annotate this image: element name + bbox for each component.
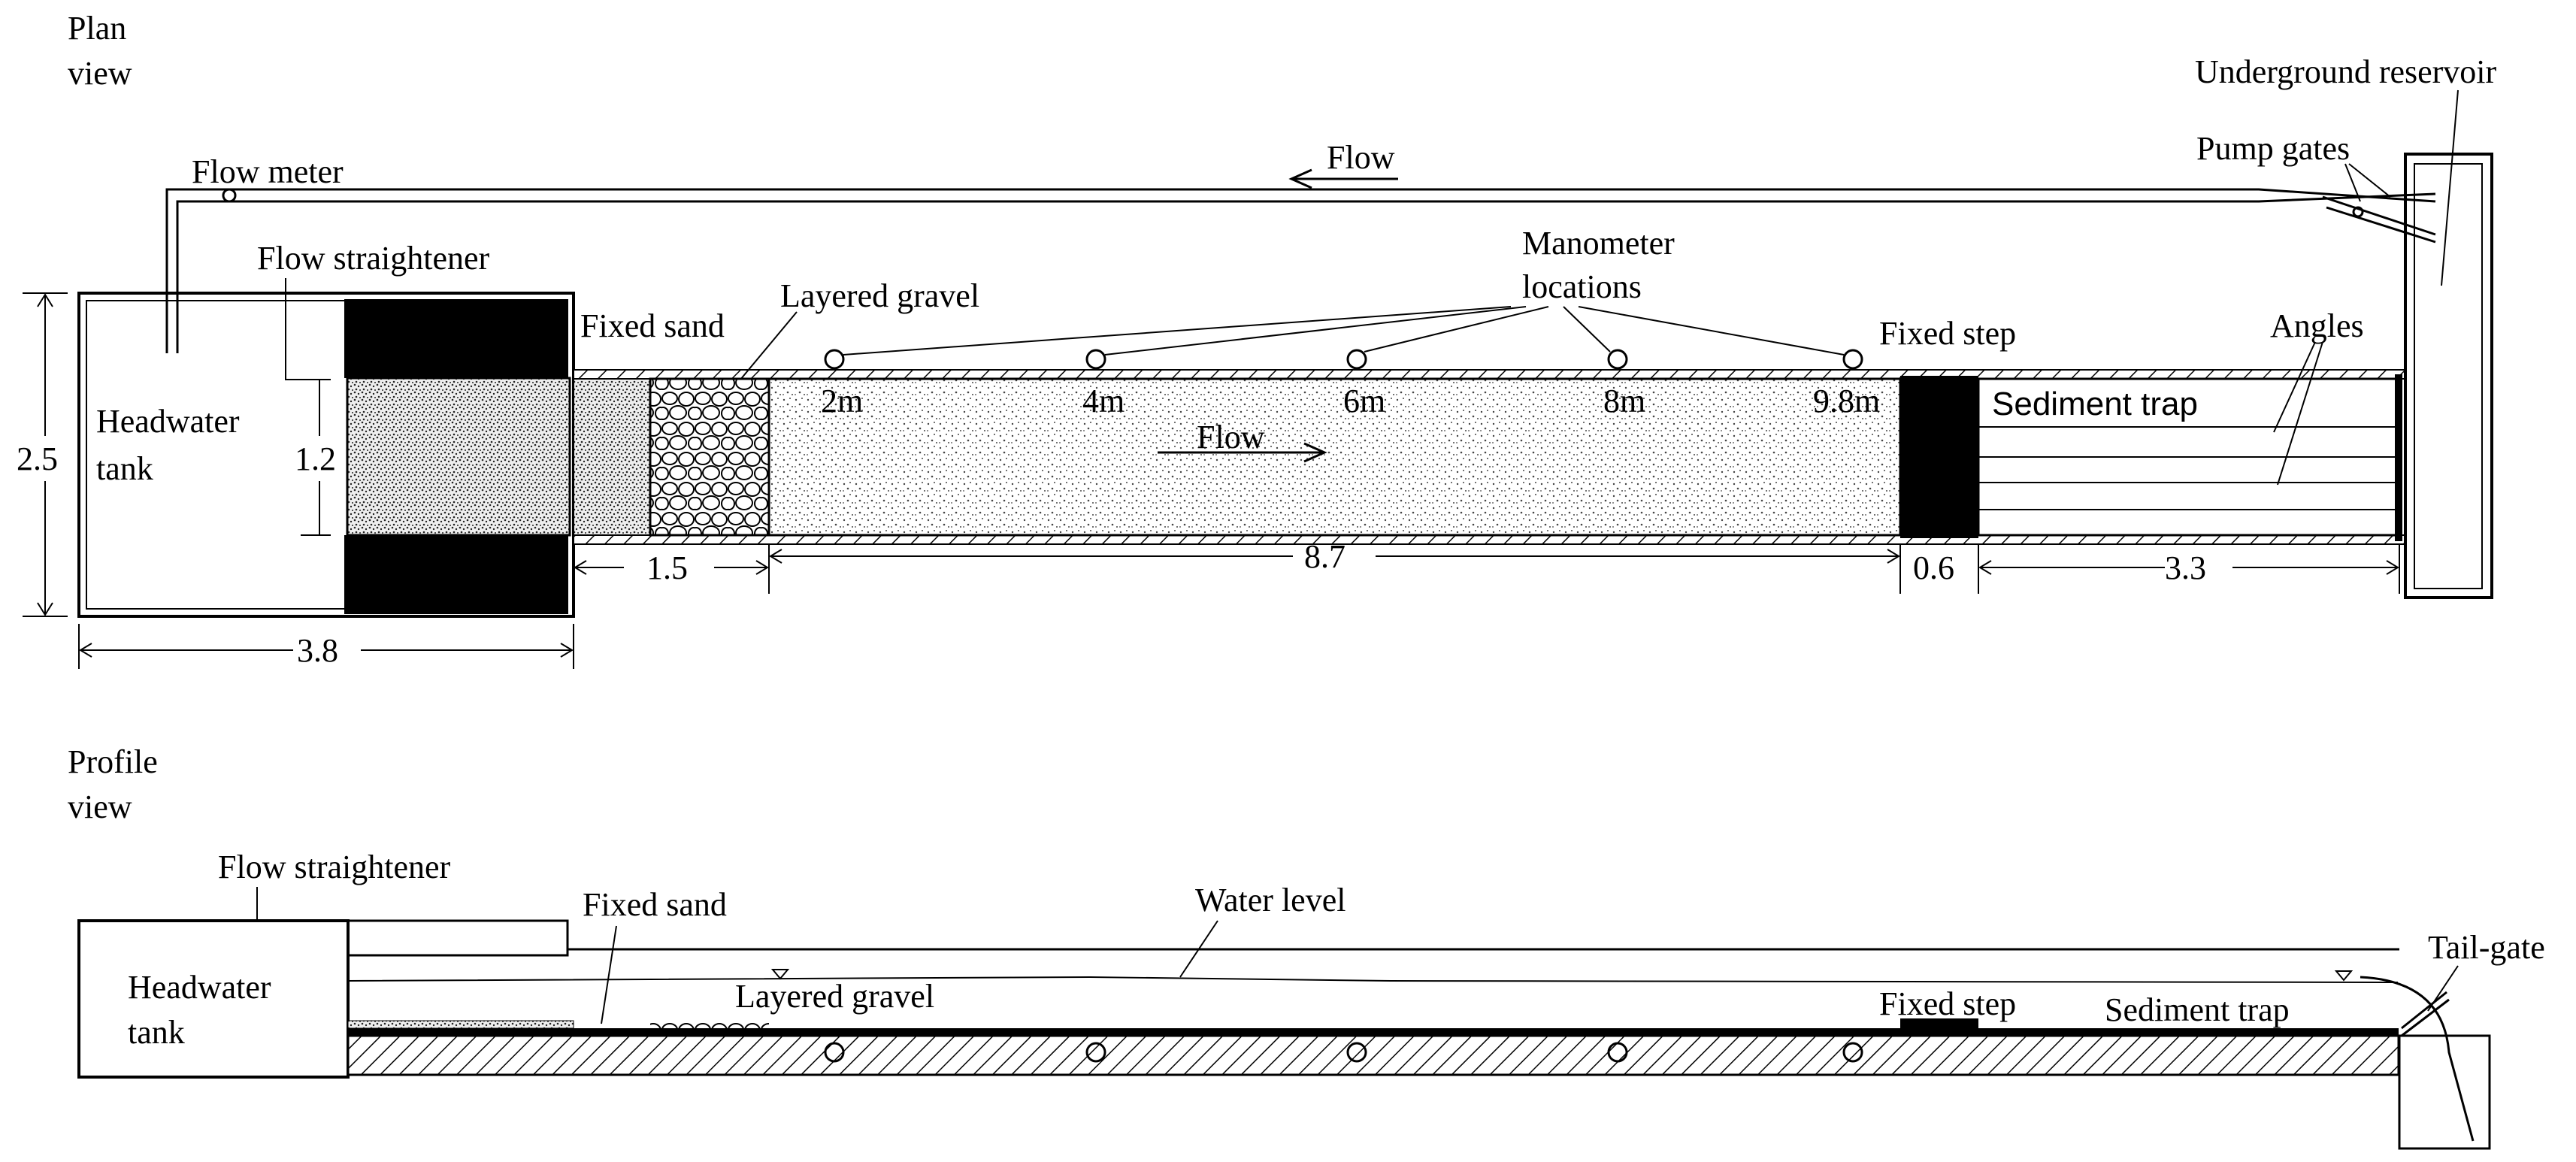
fixed-step-label: Fixed step <box>1879 315 2016 352</box>
profile-flow-straightener-label: Flow straightener <box>218 849 451 885</box>
manometer-tap-icon <box>1085 1042 1106 1063</box>
profile-layered-gravel-label: Layered gravel <box>735 978 934 1015</box>
flow-straightener-block-top <box>344 299 568 378</box>
profile-fixed-step-label: Fixed step <box>1879 985 2016 1022</box>
dim-trap-length: 3.3 <box>2165 549 2206 586</box>
manometer-tap-icon <box>1346 1042 1367 1063</box>
manometer-stations: 2m 4m 6m 8m 9.8m <box>821 349 1880 419</box>
profile-fixed-sand-label: Fixed sand <box>583 886 727 923</box>
channel-wall-top <box>573 369 2405 380</box>
dim-sand-gravel: 1.5 <box>646 549 688 586</box>
profile-title-line1: Profile <box>68 743 158 780</box>
headwater-label-line1: Headwater <box>96 403 240 440</box>
profile-headwater-line2: tank <box>128 1014 185 1051</box>
profile-fixed-step <box>1900 1018 1978 1029</box>
flow-channel-label: Flow <box>1197 419 1265 455</box>
profile-sediment-trap-label: Sediment trap <box>2105 991 2290 1028</box>
profile-view: Profile view Headwater tank Flow straigh… <box>68 743 2545 1150</box>
station-label: 8m <box>1603 383 1645 419</box>
flow-meter-label: Flow meter <box>192 153 344 190</box>
plan-view: Plan view Flow meter Flow Underground re… <box>17 10 2497 669</box>
station-label: 9.8m <box>1813 383 1880 419</box>
manometer-leaders <box>843 306 1845 356</box>
dim-tank-height: 2.5 <box>17 440 58 477</box>
headwater-label-line2: tank <box>96 450 153 487</box>
plan-dimensions: 2.5 1.2 3.8 1.5 8.7 <box>17 292 2400 669</box>
tail-gate-label: Tail-gate <box>2428 929 2545 966</box>
water-level-line <box>347 976 2399 983</box>
profile-flow-straightener <box>347 919 569 957</box>
fixed-sand-label: Fixed sand <box>580 307 725 344</box>
underground-reservoir-label: Underground reservoir <box>2195 53 2497 90</box>
manometer-label-line2: locations <box>1522 268 1642 305</box>
fixed-step <box>1900 376 1978 538</box>
pump-gate-icon <box>2352 206 2364 218</box>
manometer-icon <box>824 349 845 370</box>
plan-title-line2: view <box>68 55 132 92</box>
underground-reservoir <box>2404 153 2493 599</box>
channel-wall-bottom <box>573 534 2405 545</box>
manometer-icon <box>1607 349 1628 370</box>
manometer-label-line1: Manometer <box>1522 225 1675 262</box>
flow-meter-icon <box>222 188 237 203</box>
station-label: 6m <box>1343 383 1385 419</box>
manometer-icon <box>1346 349 1367 370</box>
layered-gravel <box>649 377 770 537</box>
pump-gates-label: Pump gates <box>2196 130 2350 167</box>
profile-title-line2: view <box>68 788 132 825</box>
layered-gravel-label: Layered gravel <box>780 277 979 314</box>
flow-straightener-block-bottom <box>344 535 568 614</box>
dim-straightener-width: 1.2 <box>295 440 336 477</box>
sediment-trap-label: Sediment trap <box>1992 386 2198 422</box>
angles-label: Angles <box>2270 307 2364 344</box>
water-level-label: Water level <box>1195 882 1346 918</box>
manometer-tap-icon <box>1607 1042 1628 1063</box>
station-label: 2m <box>821 383 863 419</box>
manometer-icon <box>1085 349 1106 370</box>
return-pipe <box>165 168 2436 353</box>
plan-title-line1: Plan <box>68 10 126 47</box>
flow-top-label: Flow <box>1327 139 1395 176</box>
station-label: 4m <box>1082 383 1125 419</box>
flow-straightener <box>346 377 571 537</box>
manometer-icon <box>1842 349 1863 370</box>
sand-bed <box>767 377 1902 537</box>
profile-headwater-line1: Headwater <box>128 969 271 1006</box>
tail-gate <box>2360 976 2475 1142</box>
flow-straightener-label: Flow straightener <box>257 240 490 277</box>
profile-bed-surface <box>348 1028 2399 1036</box>
manometer-tap-icon <box>824 1042 845 1063</box>
outlet-box <box>2398 1034 2491 1150</box>
dim-tank-length: 3.8 <box>297 632 338 669</box>
profile-flume-floor <box>347 1034 2400 1076</box>
fixed-sand <box>573 378 651 536</box>
manometer-tap-icon <box>1842 1042 1863 1063</box>
dim-step-length: 0.6 <box>1913 549 1954 586</box>
dim-bed-length: 8.7 <box>1304 538 1346 575</box>
